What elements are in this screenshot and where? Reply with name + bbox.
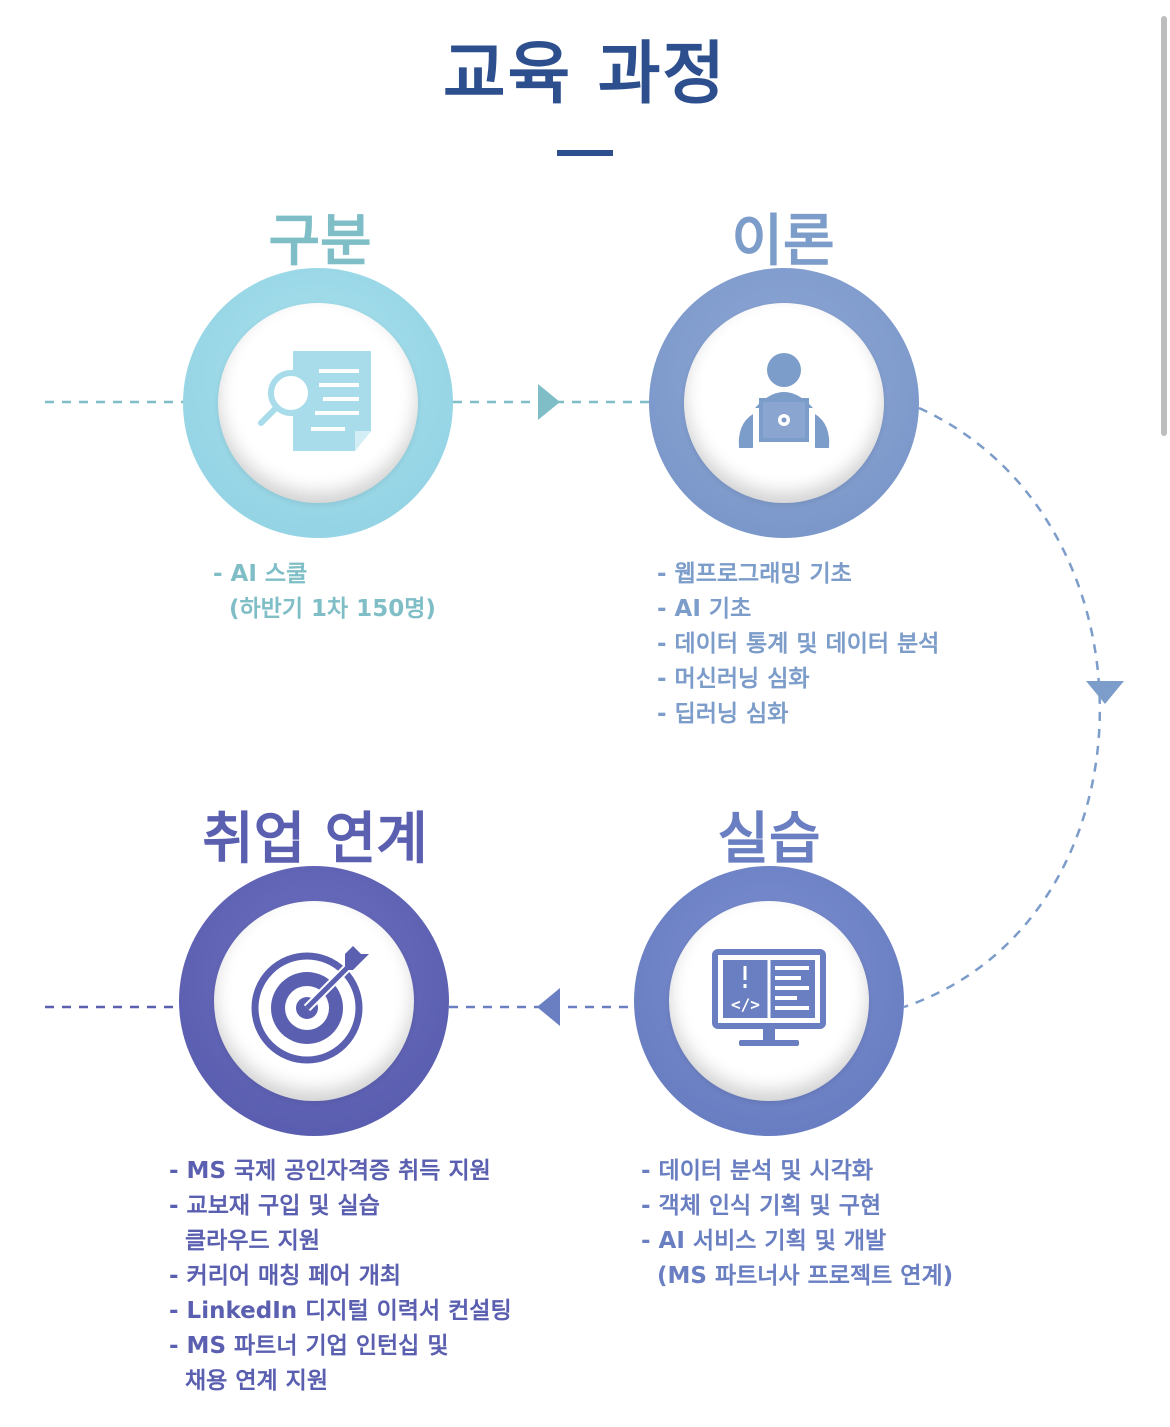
code-monitor-icon: </> (712, 949, 826, 1046)
list-item: - MS 국제 공인자격증 취득 지원 (169, 1158, 491, 1184)
step-desc-category: - AI 스쿨 (하반기 1차 150명) (213, 557, 436, 627)
list-item: - AI 기초 (657, 596, 752, 622)
target-arrow-icon (251, 946, 369, 1064)
list-item: - 객체 인식 기획 및 구현 (641, 1193, 882, 1219)
flow-arrow-right (538, 384, 560, 420)
step-circle-practice: </> (634, 866, 904, 1136)
list-item: - 딥러닝 심화 (657, 701, 789, 727)
list-item: - 교보재 구입 및 실습 (169, 1193, 380, 1219)
step-circle-employment (179, 866, 449, 1136)
flow-curve-2-3 (903, 406, 1102, 1009)
step-title-theory: 이론 (731, 209, 835, 274)
page-title: 교육 과정 (443, 35, 727, 114)
list-item: - MS 파트너 기업 인턴십 및 (169, 1333, 449, 1359)
flow-arrow-down (1086, 681, 1124, 704)
step-desc-theory: - 웹프로그래밍 기초 - AI 기초 - 데이터 통계 및 데이터 분석 - … (657, 557, 939, 732)
list-item: 채용 연계 지원 (169, 1368, 328, 1394)
list-item: - 데이터 분석 및 시각화 (641, 1158, 874, 1184)
step-desc-practice: - 데이터 분석 및 시각화 - 객체 인식 기획 및 구현 - AI 서비스 … (641, 1154, 953, 1294)
title-underline (557, 150, 613, 156)
step-title-practice: 실습 (717, 807, 821, 872)
scrollbar-thumb[interactable] (1161, 16, 1167, 436)
list-item: (MS 파트너사 프로젝트 연계) (641, 1263, 954, 1289)
list-item: - 머신러닝 심화 (657, 666, 810, 692)
person-laptop-icon (738, 353, 830, 448)
document-search-icon (258, 351, 371, 451)
list-item: (하반기 1차 150명) (213, 596, 436, 622)
list-item: - AI 스쿨 (213, 561, 308, 587)
svg-text:</>: </> (731, 995, 760, 1014)
list-item: - LinkedIn 디지털 이력서 컨설팅 (169, 1298, 512, 1324)
step-title-employment: 취업 연계 (202, 807, 428, 872)
step-title-category: 구분 (268, 209, 372, 274)
flow-arrow-left (537, 988, 560, 1026)
list-item: - AI 서비스 기획 및 개발 (641, 1228, 887, 1254)
list-item: - 웹프로그래밍 기초 (657, 561, 852, 587)
list-item: 클라우드 지원 (169, 1228, 320, 1254)
step-circle-theory (649, 268, 919, 538)
scrollbar[interactable] (1158, 0, 1170, 1427)
step-circle-category (183, 268, 453, 538)
list-item: - 데이터 통계 및 데이터 분석 (657, 631, 940, 657)
list-item: - 커리어 매칭 페어 개최 (169, 1263, 402, 1289)
step-desc-employment: - MS 국제 공인자격증 취득 지원 - 교보재 구입 및 실습 클라우드 지… (169, 1154, 512, 1399)
